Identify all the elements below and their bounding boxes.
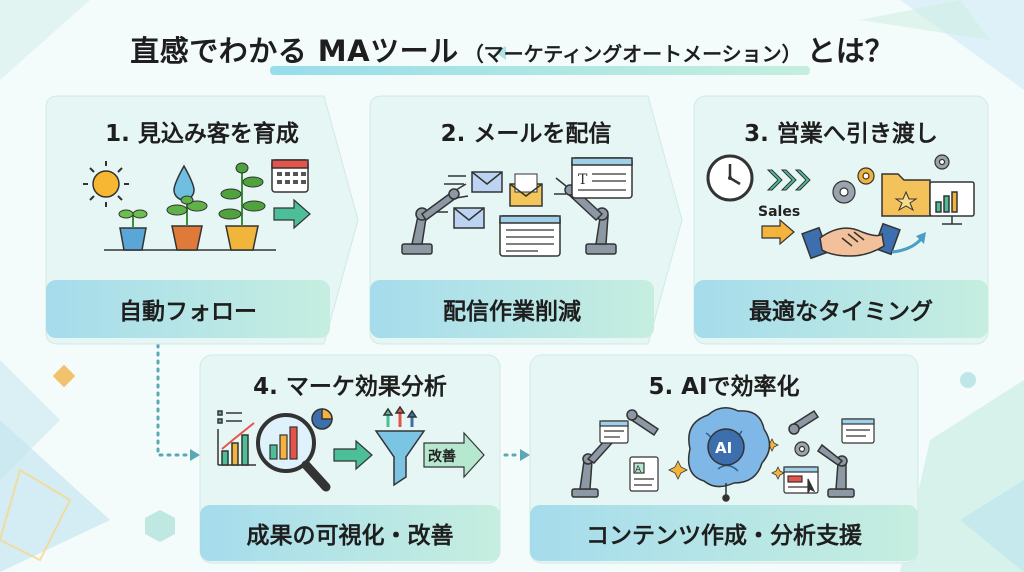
- sun-icon: [83, 161, 129, 207]
- step-1-title: 1. 見込み客を育成: [105, 121, 299, 147]
- title-main: 直感でわかる MAツール: [130, 34, 459, 68]
- step-card-5: 5. AIで効率化 A: [529, 354, 919, 564]
- robot-arm-icon: [401, 183, 469, 255]
- document-window-icon: [499, 215, 561, 257]
- water-drop-icon: [173, 164, 195, 201]
- step-2-title: 2. メールを配信: [440, 121, 612, 147]
- magnifier-icon: [256, 413, 331, 492]
- robot-arm-icon: [788, 409, 855, 498]
- document-window-icon: [599, 420, 629, 444]
- step-card-4: 4. マーケ効果分析: [199, 354, 501, 564]
- step-5-outcome: コンテンツ作成・分析支援: [530, 505, 918, 561]
- chart-monitor-icon: [929, 181, 975, 225]
- ai-efficiency-illustration: A AI: [571, 407, 875, 502]
- step-1-outcome: 自動フォロー: [46, 280, 330, 338]
- folder-icon: [881, 173, 931, 217]
- step-3-outcome: 最適なタイミング: [694, 280, 988, 338]
- sprout-pot-icon: [118, 209, 148, 251]
- step-4-title: 4. マーケ効果分析: [253, 374, 447, 400]
- open-envelope-icon: [509, 173, 543, 207]
- handshake-icon: [801, 222, 901, 260]
- clock-icon: [706, 154, 754, 202]
- title-tail: とは？: [806, 34, 894, 68]
- svg-text:T: T: [578, 172, 588, 188]
- step-card-1: 1. 見込み客を育成: [45, 95, 359, 345]
- step-3-title: 3. 営業へ引き渡し: [744, 121, 938, 147]
- page-title: 直感でわかる MAツール （マーケティングオートメーション） とは？: [0, 28, 1024, 70]
- plant-pot-icon: [166, 195, 208, 251]
- improvement-label: 改善: [428, 448, 456, 465]
- marketing-analysis-illustration: 改善: [217, 405, 485, 492]
- title-underline: [270, 66, 810, 75]
- chevron-right-icon: [766, 169, 811, 191]
- gear-icon: [832, 154, 950, 204]
- improvement-arrow-icon: [423, 431, 485, 479]
- bar-chart-icon: [217, 422, 256, 466]
- email-envelope-icon: [471, 171, 503, 193]
- robot-arm-icon: [571, 438, 614, 498]
- sales-label: Sales: [758, 204, 800, 220]
- browser-window-icon: [783, 466, 819, 494]
- sales-handoff-illustration: Sales: [706, 154, 975, 260]
- plant-growth-illustration: [83, 159, 311, 251]
- document-window-icon: T: [571, 157, 633, 199]
- list-icon: [217, 410, 242, 424]
- step-2-outcome: 配信作業削減: [370, 280, 654, 338]
- document-window-icon: [841, 418, 875, 444]
- email-automation-illustration: T: [401, 157, 633, 257]
- email-envelope-icon: [453, 207, 485, 229]
- calendar-icon: [271, 159, 309, 193]
- gear-icon: [794, 441, 810, 457]
- step-5-title: 5. AIで効率化: [648, 374, 800, 400]
- step-card-3: 3. 営業へ引き渡し Sales: [693, 95, 989, 345]
- arrow-right-icon: [761, 218, 795, 246]
- robot-arm-icon: [626, 409, 660, 437]
- step-4-outcome: 成果の可視化・改善: [200, 505, 500, 561]
- pie-chart-icon: [311, 408, 333, 430]
- grown-plant-pot-icon: [218, 162, 266, 251]
- title-sub: （マーケティングオートメーション）: [463, 42, 802, 66]
- ai-label: AI: [715, 439, 732, 457]
- step-card-2: 2. メールを配信: [369, 95, 683, 345]
- arrow-right-icon: [273, 198, 311, 230]
- arrow-right-icon: [333, 439, 373, 471]
- ai-brain-icon: AI: [687, 407, 771, 502]
- svg-text:A: A: [635, 465, 642, 475]
- text-document-icon: A: [629, 456, 659, 492]
- funnel-icon: [374, 405, 426, 487]
